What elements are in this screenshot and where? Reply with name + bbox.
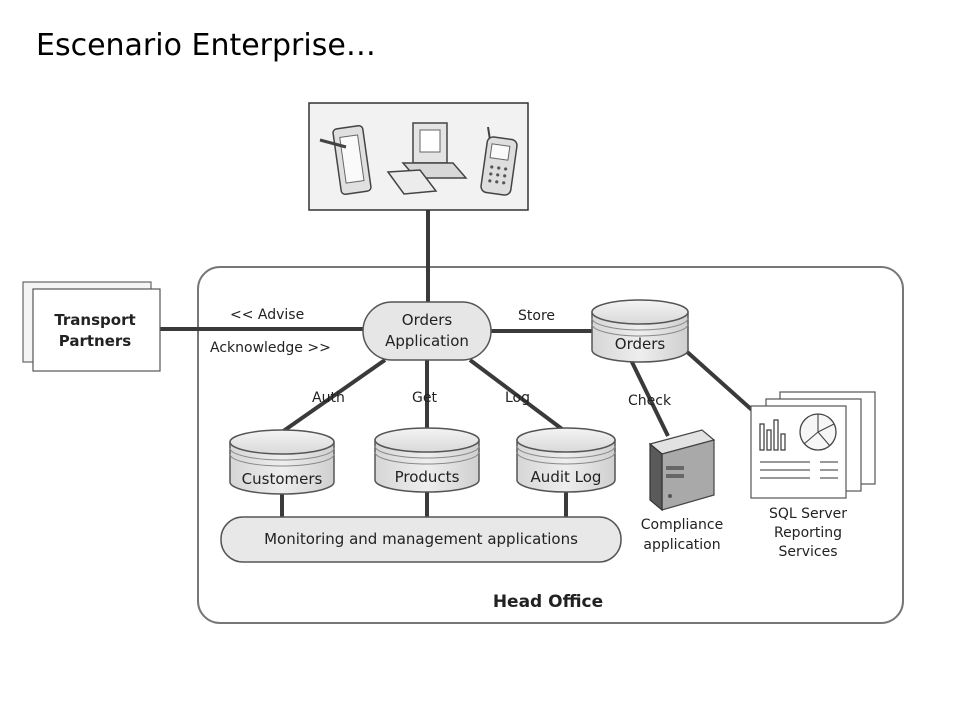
compliance-app-line1: Compliance	[641, 517, 723, 533]
client-devices-box	[308, 102, 529, 211]
desktop-computer-icon	[386, 122, 468, 195]
edge-label-log: Log	[505, 390, 530, 406]
reports-icon	[750, 391, 876, 499]
transport-partners-line2: Partners	[59, 332, 132, 350]
edge-label-acknowledge: Acknowledge >>	[210, 340, 331, 356]
server-icon	[648, 429, 716, 512]
connectors	[160, 210, 754, 518]
sql-reporting-line1: SQL Server	[769, 506, 847, 522]
edge-label-advise: << Advise	[230, 307, 304, 323]
edge-label-auth: Auth	[312, 390, 345, 406]
orders-application-line2: Application	[385, 332, 469, 350]
products-database-label: Products	[395, 468, 460, 486]
compliance-app-line2: application	[643, 537, 720, 553]
sql-reporting-line3: Services	[778, 544, 837, 560]
transport-partners-node: Transport Partners	[22, 281, 161, 372]
edge-label-get: Get	[412, 390, 437, 406]
products-database: Products	[374, 427, 480, 493]
line-orders-auditlog	[468, 358, 568, 434]
audit-log-database: Audit Log	[516, 427, 616, 493]
orders-application-node: Orders Application	[362, 301, 492, 361]
head-office-label: Head Office	[493, 592, 603, 612]
slide-title: Escenario Enterprise…	[36, 28, 376, 63]
edge-label-store: Store	[518, 308, 555, 324]
orders-database: Orders	[591, 299, 689, 363]
line-orders-check	[628, 357, 670, 437]
sql-reporting-line2: Reporting	[774, 525, 842, 541]
tablet-icon	[319, 125, 372, 195]
monitoring-bar: Monitoring and management applications	[220, 516, 622, 563]
edge-label-check: Check	[628, 393, 672, 409]
mobile-phone-icon	[480, 126, 518, 196]
orders-application-line1: Orders	[402, 311, 453, 329]
orders-database-label: Orders	[615, 335, 666, 353]
customers-database-label: Customers	[242, 470, 323, 488]
monitoring-bar-label: Monitoring and management applications	[264, 530, 578, 548]
audit-log-database-label: Audit Log	[531, 468, 602, 486]
line-orders-customers	[280, 358, 387, 434]
line-orders-sql	[683, 348, 754, 412]
transport-partners-line1: Transport	[54, 311, 135, 329]
customers-database: Customers	[229, 429, 335, 495]
